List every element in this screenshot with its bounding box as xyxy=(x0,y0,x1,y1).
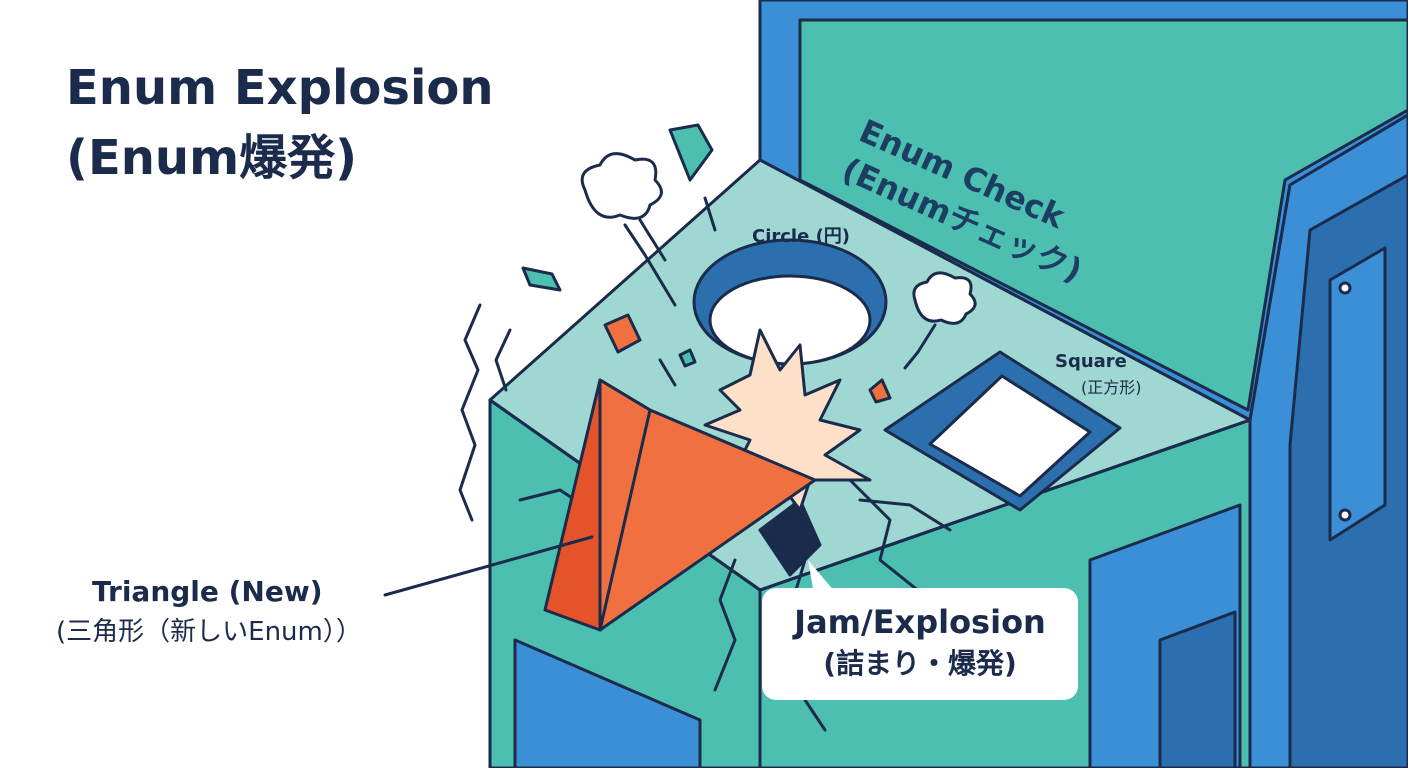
triangle-label: Triangle (New) (三角形（新しいEnum）） xyxy=(56,572,362,652)
page-title: Enum Explosion xyxy=(66,60,494,116)
steam-puff-icon xyxy=(582,154,661,219)
circle-slot-opening xyxy=(710,276,870,364)
plate-screw-bottom xyxy=(1340,510,1350,520)
vibration-line xyxy=(460,305,480,520)
debris-icon xyxy=(670,125,712,180)
circle-slot-label: Circle (円) xyxy=(752,222,850,248)
callout-line2: (詰まり・爆発) xyxy=(762,644,1078,684)
triangle-label-line1: Triangle (New) xyxy=(56,572,362,612)
page-title-ja: (Enum爆発) xyxy=(66,130,357,186)
square-slot-label-line1: Square xyxy=(1055,349,1142,375)
debris-icon-2 xyxy=(523,268,560,290)
square-slot-label: Square (正方形) xyxy=(1055,349,1142,401)
jam-explosion-callout: Jam/Explosion (詰まり・爆発) xyxy=(762,588,1078,700)
vibration-line-2 xyxy=(496,330,510,390)
callout-line1: Jam/Explosion xyxy=(762,600,1078,644)
square-slot-label-line2: (正方形) xyxy=(1055,375,1142,401)
machine-right-plate xyxy=(1330,248,1385,540)
plate-screw-top xyxy=(1340,283,1350,293)
machine-front-right-panel-inner xyxy=(1160,612,1235,768)
triangle-label-line2: (三角形（新しいEnum）） xyxy=(56,612,362,652)
